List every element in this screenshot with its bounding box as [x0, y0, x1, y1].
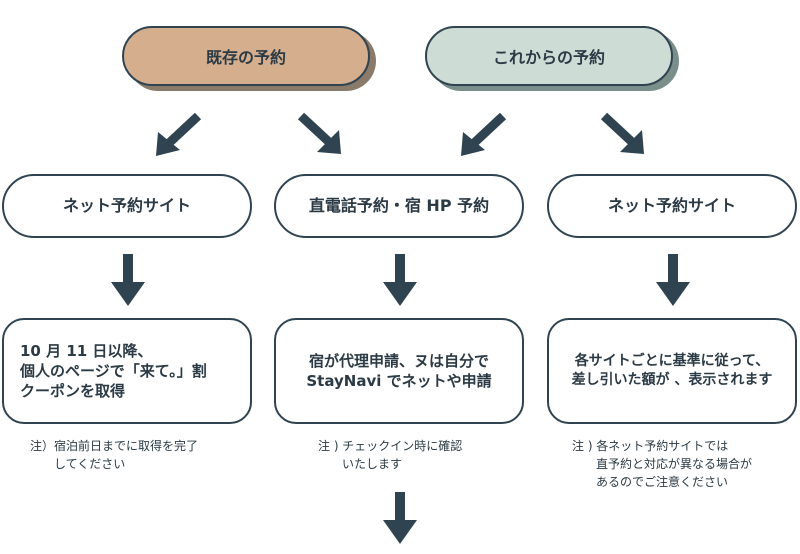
header-net-reservation-left-label: ネット予約サイト — [62, 196, 191, 216]
header-direct-phone: 直電話予約・宿 HP 予約 — [274, 174, 524, 238]
existing-reservation-pill: 既存の予約 — [122, 26, 370, 86]
header-net-reservation-right: ネット予約サイト — [547, 174, 797, 238]
header-net-reservation-right-label: ネット予約サイト — [607, 196, 736, 216]
note-col1: 注）宿泊前日までに取得を完了 してください — [30, 439, 199, 471]
detail-box-col3: 各サイトごとに基準に従って、 差し引いた額が 、表示されます — [547, 318, 797, 424]
arrow-down-bottom — [383, 492, 417, 544]
note-col3: 注 ) 各ネット予約サイトでは 直予約と対応が異なる場合が あるのでご注意くださ… — [572, 439, 753, 489]
arrow-down-col3 — [656, 254, 690, 306]
arrow-down-col1 — [111, 254, 145, 306]
detail-box-col1: 10 月 11 日以降、 個人のページで「来て。」割 クーポンを取得 — [2, 318, 252, 424]
future-reservation-label: これからの予約 — [492, 48, 605, 67]
existing-reservation-label: 既存の予約 — [205, 48, 286, 67]
arrow-existing-to-phone — [297, 112, 341, 154]
future-reservation-pill: これからの予約 — [425, 26, 673, 86]
detail-text-col3: 各サイトごとに基準に従って、 差し引いた額が 、表示されます — [571, 353, 773, 388]
arrow-existing-to-net — [156, 112, 202, 156]
detail-box-col2: 宿が代理申請、ヌは自分で StayNavi でネットや申請 — [274, 318, 524, 424]
arrow-future-to-phone — [461, 112, 507, 156]
arrow-future-to-net — [600, 112, 644, 154]
header-net-reservation-left: ネット予約サイト — [2, 174, 252, 238]
arrow-down-col2 — [383, 254, 417, 306]
note-col2: 注 ) チェックイン時に確認 いたします — [318, 439, 463, 471]
detail-text-col2: 宿が代理申請、ヌは自分で StayNavi でネットや申請 — [306, 351, 492, 390]
header-direct-phone-label: 直電話予約・宿 HP 予約 — [308, 196, 490, 216]
detail-text-col1: 10 月 11 日以降、 個人のページで「来て。」割 クーポンを取得 — [20, 341, 207, 401]
